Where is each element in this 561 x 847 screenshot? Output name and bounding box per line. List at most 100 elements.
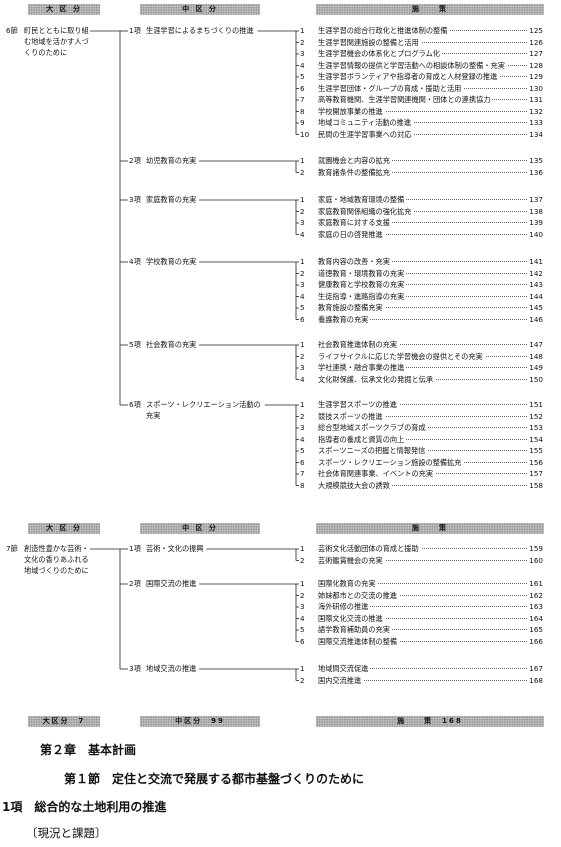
measure-row: 生涯学習機会の体系化とプログラム化 127 xyxy=(318,50,543,57)
measure-number: 2 xyxy=(300,206,305,216)
measure-number: 4 xyxy=(300,60,305,70)
measure-number: 6 xyxy=(300,457,305,467)
measure-number: 9 xyxy=(300,118,305,127)
measure-page: 136 xyxy=(527,167,543,177)
measure-title: ライフサイクルに応じた学習機会の提供とその充実 xyxy=(318,351,485,361)
measure-page: 149 xyxy=(527,363,543,372)
chukubun-name: 芸術・文化の振興 xyxy=(146,544,204,553)
sec6-title-line3: くりのために xyxy=(24,48,68,57)
measure-title: 家庭・地域教育環境の整備 xyxy=(318,195,407,204)
leader-dots xyxy=(318,133,543,135)
measure-page: 140 xyxy=(527,229,543,239)
measure-row-inner: 生涯学習ボランティアや指導者の育成と人材登録の推進 129 xyxy=(318,73,543,80)
measure-page: 163 xyxy=(527,602,543,611)
measure-number: 1 xyxy=(300,26,305,35)
measure-title: 家庭教育に対する支援 xyxy=(318,218,392,227)
kou-number: 5項 xyxy=(129,340,141,349)
measure-row: ライフサイクルに応じた学習機会の提供とその充実 148 xyxy=(318,351,543,361)
sec7-title-line2: 文化の香りあふれる xyxy=(24,555,89,564)
measure-page: 132 xyxy=(527,106,543,116)
measure-page: 160 xyxy=(527,555,543,565)
measure-title: 文化財保護、伝承文化の発掘と伝承 xyxy=(318,374,436,384)
measure-row-inner: 国際化教育の充実 161 xyxy=(318,580,543,587)
kou-number: 2項 xyxy=(129,579,141,588)
leader-dots xyxy=(318,171,543,173)
measure-title: 民間の生涯学習事業への対応 xyxy=(318,129,414,139)
header-shisaku-label: 施 策 xyxy=(412,5,448,13)
measure-page: 155 xyxy=(527,446,543,455)
kou-number: 3項 xyxy=(129,195,141,204)
measure-title: 語学教育補助員の充実 xyxy=(318,625,392,634)
measure-page: 164 xyxy=(527,613,543,623)
measure-row: 国際化教育の充実 161 xyxy=(318,580,543,587)
measure-number: 1 xyxy=(300,544,305,553)
measure-number: 4 xyxy=(300,613,305,623)
header-daikubun: 大 区 分 xyxy=(28,4,100,15)
measure-title: 総合型地域スポーツクラブの育成 xyxy=(318,423,428,432)
measure-page: 148 xyxy=(527,351,543,361)
chukubun-name: 幼児教育の充実 xyxy=(146,156,197,165)
total-chukubun: 中区分 99 xyxy=(140,716,260,727)
measure-number: 3 xyxy=(300,280,305,289)
measure-number: 3 xyxy=(300,423,305,432)
measure-row-inner: 国内交流推進 168 xyxy=(318,675,543,685)
measure-title: 学校開放事業の推進 xyxy=(318,106,385,116)
measure-title: 養護教育の充実 xyxy=(318,314,371,324)
measure-page: 161 xyxy=(527,579,543,588)
header-chukubun: 中 区 分 xyxy=(140,4,260,15)
measure-title: 生涯学習関連施設の整備と活用 xyxy=(318,37,421,47)
header2-chukubun-label: 中 区 分 xyxy=(182,524,218,532)
measure-title: 国内交流推進 xyxy=(318,675,364,685)
measure-title: 生涯学習機会の体系化とプログラム化 xyxy=(318,49,442,58)
kou-number: 3項 xyxy=(129,664,141,673)
measure-number: 2 xyxy=(300,590,305,600)
measure-title: 国際交流推進体制の整備 xyxy=(318,636,400,646)
measure-page: 156 xyxy=(527,457,543,467)
measure-page: 129 xyxy=(527,72,543,81)
leader-dots xyxy=(318,559,543,561)
total-shisaku-label: 施 策 168 xyxy=(397,717,463,725)
measure-row: 国内交流推進 168 xyxy=(318,675,543,685)
measure-number: 3 xyxy=(300,49,305,58)
leader-dots xyxy=(318,438,543,440)
measure-page: 127 xyxy=(527,49,543,58)
sec6-title-line1: 町民とともに取り組 xyxy=(24,26,89,35)
sec7-title-line1: 創造性豊かな芸術・ xyxy=(24,544,89,553)
measure-number: 1 xyxy=(300,257,305,266)
measure-page: 168 xyxy=(527,675,543,685)
leader-dots xyxy=(318,199,543,200)
measure-number: 6 xyxy=(300,83,305,93)
measure-title: 海外研修の推進 xyxy=(318,602,371,611)
measure-page: 154 xyxy=(527,434,543,444)
measure-number: 2 xyxy=(300,37,305,47)
measure-title: 生涯学習ボランティアや指導者の育成と人材登録の推進 xyxy=(318,72,500,81)
chukubun-name: スポーツ・レクリエーション活動の xyxy=(146,400,261,409)
kou-number: 1項 xyxy=(129,544,141,553)
measure-title: 国際化教育の充実 xyxy=(318,579,378,588)
